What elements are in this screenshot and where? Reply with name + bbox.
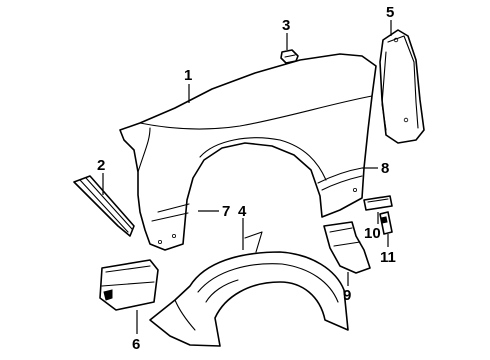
callout-11: 11 [380,249,396,266]
molding-strip-part [73,175,135,237]
splash-shield-part [379,29,425,144]
callout-9: 9 [343,287,351,304]
callout-2: 2 [97,157,105,174]
clip-part [280,49,299,64]
leader-lines [102,20,392,334]
callout-6: 6 [132,336,140,353]
lower-bracket-part [99,259,159,311]
fender-part [119,53,377,251]
callout-4: 4 [238,203,247,220]
callout-8: 8 [381,160,389,177]
callout-7: 7 [222,203,230,220]
callout-10: 10 [364,225,381,242]
callout-labels: 1 2 3 4 5 6 7 8 9 10 11 [97,4,396,353]
splash-guard-part [323,221,371,274]
callout-5: 5 [386,4,394,21]
callout-1: 1 [184,67,192,84]
wheelhouse-liner-part [149,231,349,347]
marker-lamp-part [363,195,393,211]
retainer-clip-part [379,211,393,235]
callout-3: 3 [282,17,290,34]
